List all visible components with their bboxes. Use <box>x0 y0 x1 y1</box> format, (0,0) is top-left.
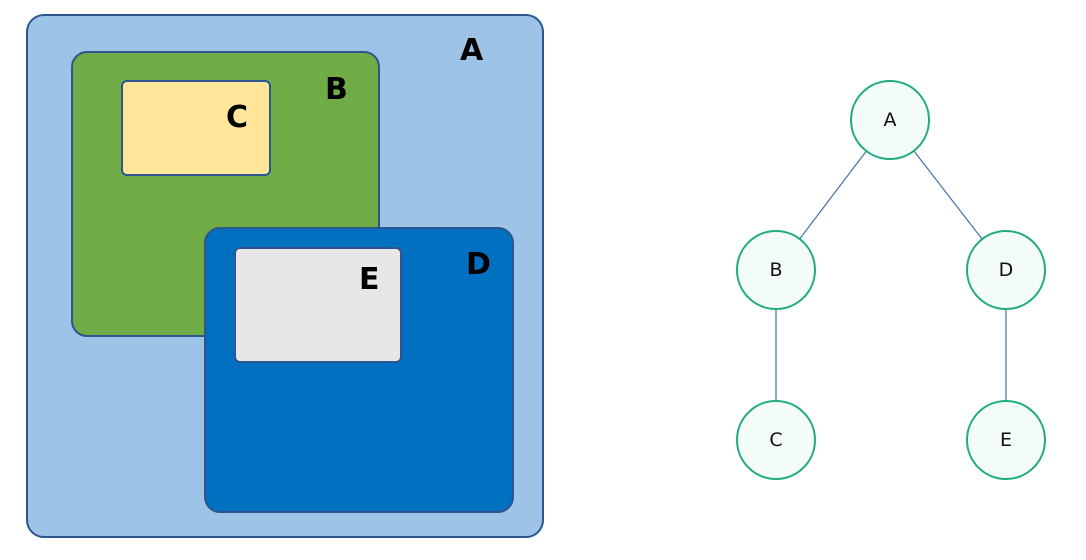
tree-node-circle <box>966 230 1046 310</box>
box-d-label: D <box>466 247 491 282</box>
tree-node-label: D <box>999 259 1014 281</box>
tree-node-d: D <box>966 230 1046 310</box>
tree-edge-a-d <box>913 150 983 240</box>
box-e <box>234 247 402 363</box>
tree-edge-a-b <box>799 150 867 240</box>
tree-node-circle <box>736 230 816 310</box>
box-c <box>121 80 271 176</box>
tree-node-label: C <box>769 429 782 451</box>
tree-node-a: A <box>850 80 930 160</box>
box-e-label: E <box>359 262 380 297</box>
tree-node-e: E <box>966 400 1046 480</box>
box-a-label: A <box>460 33 484 68</box>
box-b-label: B <box>325 72 348 107</box>
tree-node-circle <box>736 400 816 480</box>
tree-node-label: A <box>884 109 897 131</box>
tree-node-circle <box>850 80 930 160</box>
tree-node-c: C <box>736 400 816 480</box>
tree-node-circle <box>966 400 1046 480</box>
tree-diagram: A B D C E <box>736 80 1046 480</box>
tree-node-b: B <box>736 230 816 310</box>
box-c-label: C <box>226 100 249 135</box>
tree-node-label: E <box>1000 429 1012 451</box>
tree-node-label: B <box>769 259 782 281</box>
